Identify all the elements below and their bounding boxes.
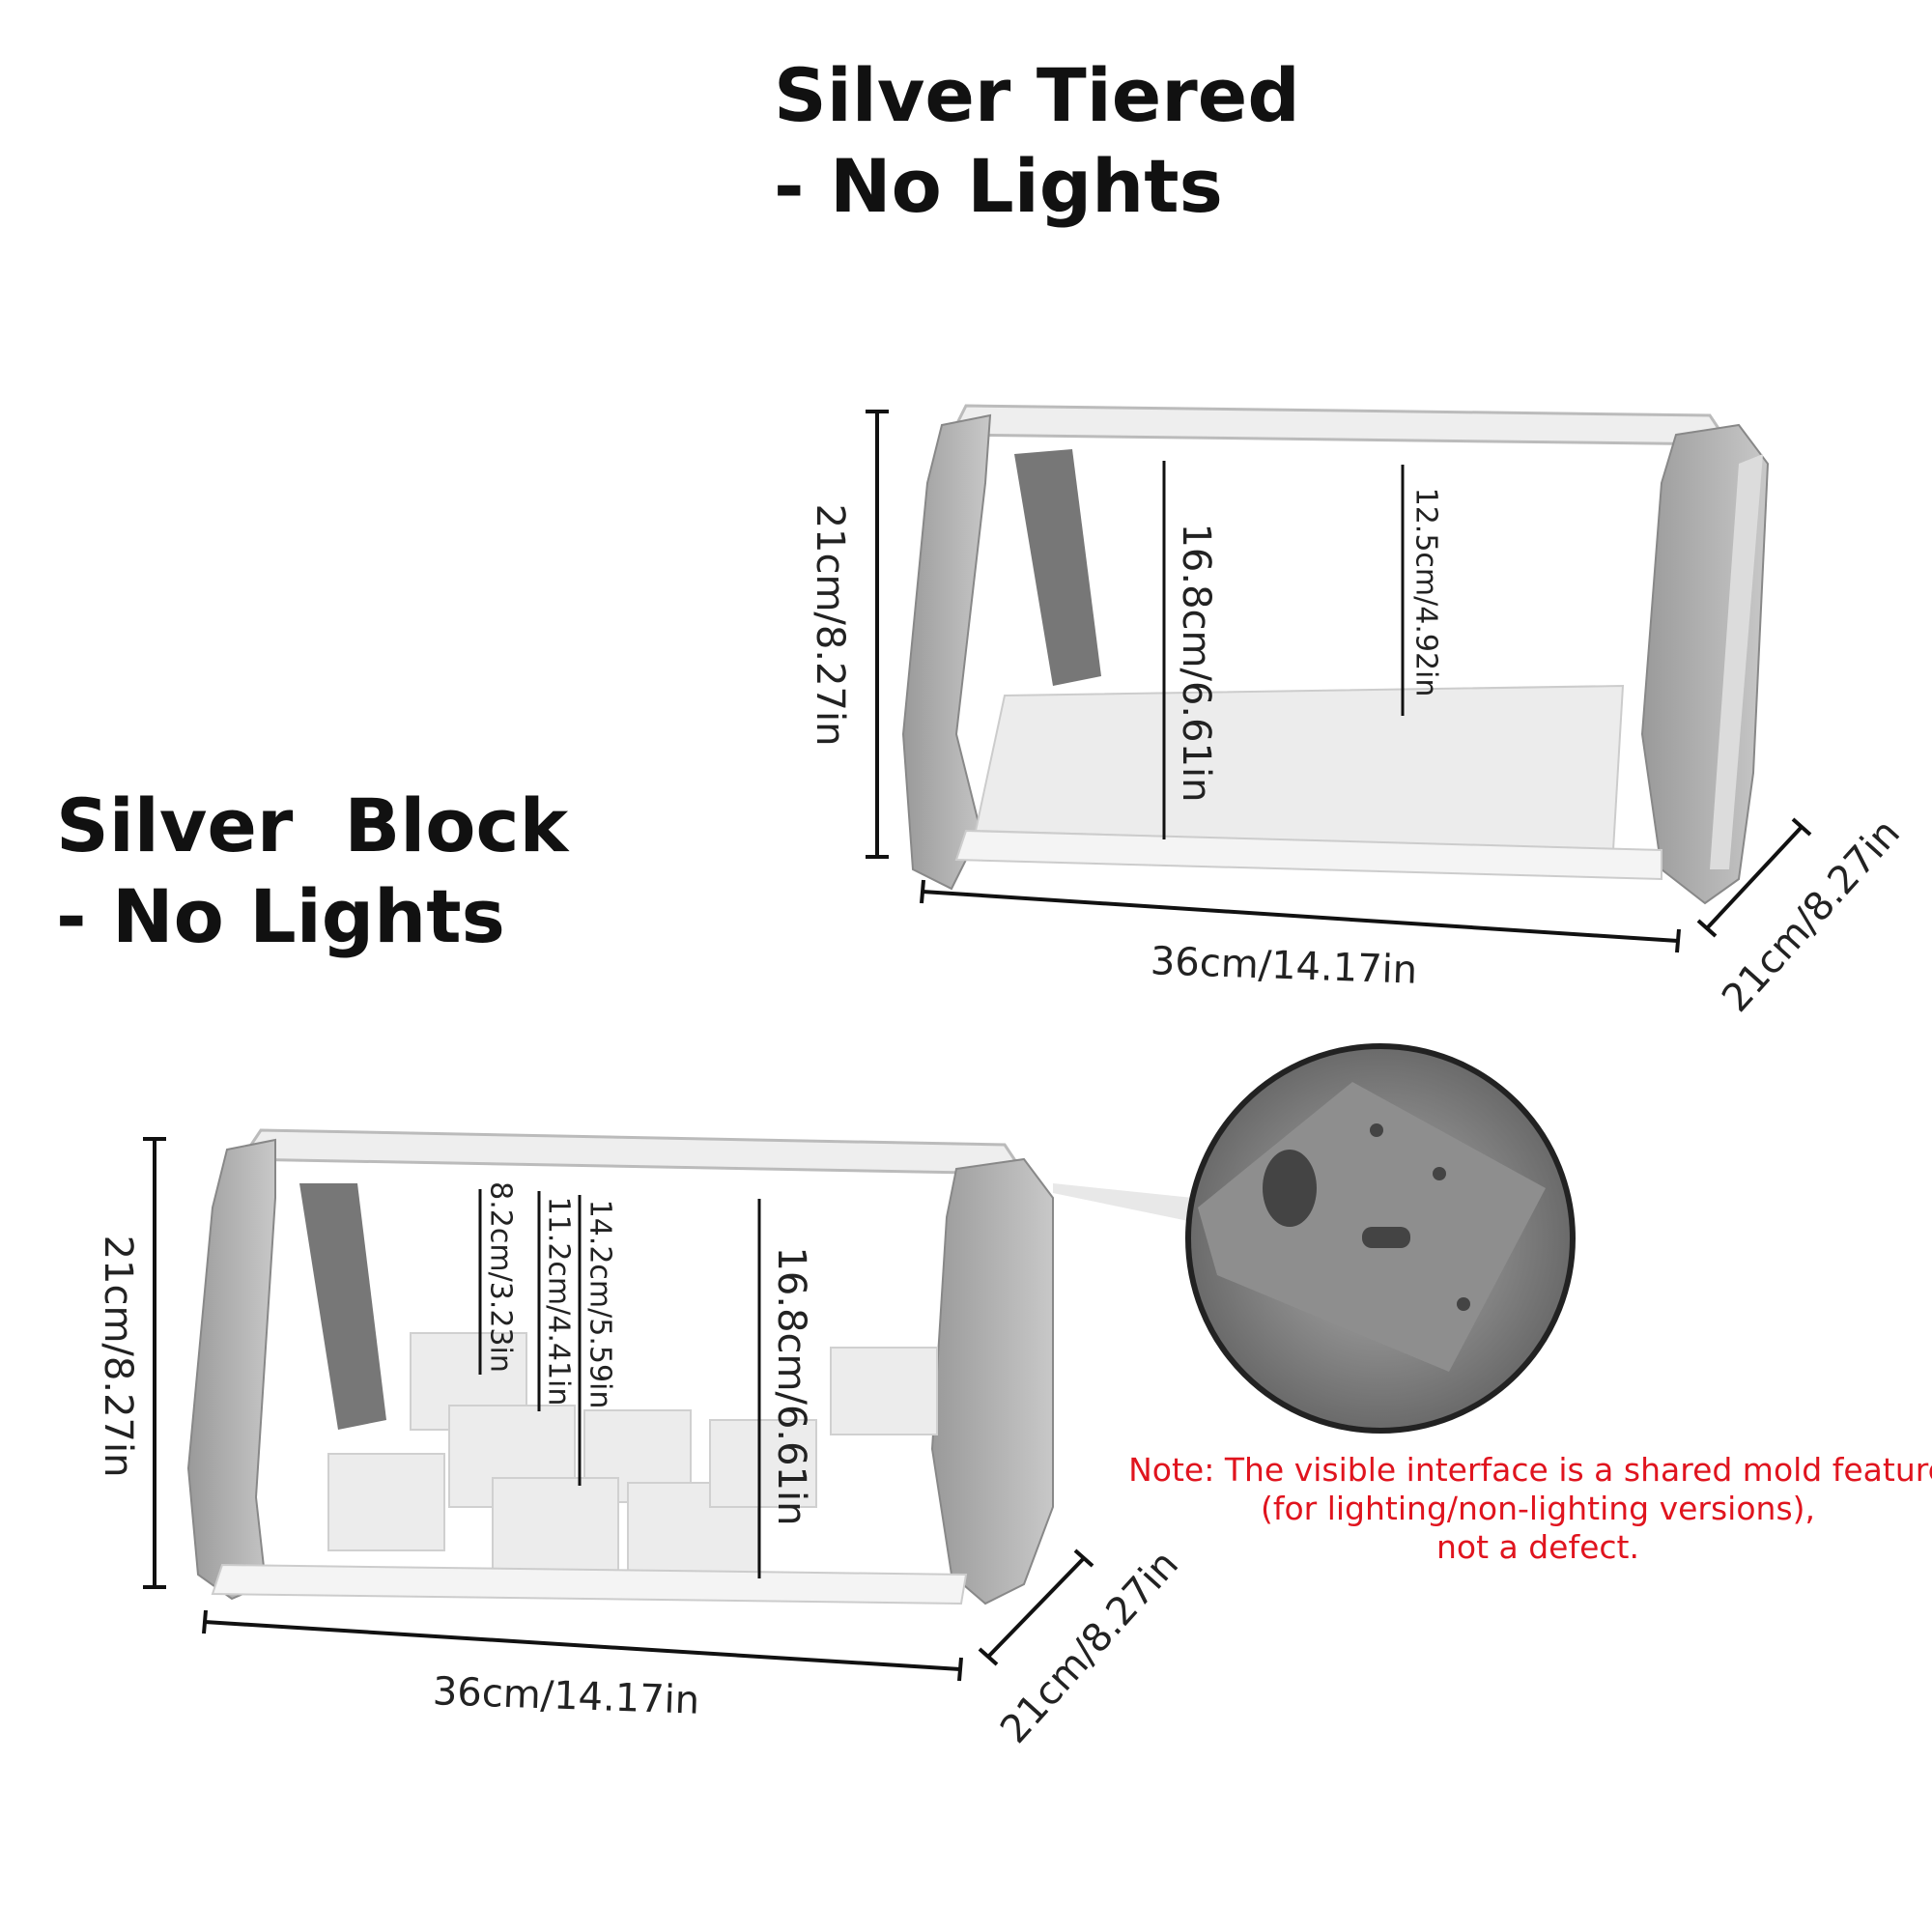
block-step-label-3: 14.2cm/5.59in [582,1199,617,1409]
block-title-line1: Silver Block [56,782,569,868]
block-product-image [186,1128,1054,1605]
tiered-width-label: 36cm/14.17in [1150,939,1418,993]
block-step-label-1: 8.2cm/3.23in [483,1181,518,1373]
note-line1: Note: The visible interface is a shared … [1128,1451,1932,1489]
callout-pointer [1053,1183,1193,1222]
block-width-label: 36cm/14.17in [432,1669,700,1723]
note-line3: not a defect. [1435,1528,1639,1566]
note-text: Note: The visible interface is a shared … [1128,1451,1932,1567]
detail-closeup-circle [1185,1043,1576,1434]
tiered-tier-height-label: 12.5cm/4.92in [1408,487,1443,697]
tiered-title-line2: - No Lights [774,143,1223,229]
block-height-label: 21cm/8.27in [96,1235,140,1478]
note-line2: (for lighting/non-lighting versions), [1260,1490,1816,1527]
block-inner-height-label: 16.8cm/6.61in [769,1246,813,1526]
tiered-title: Silver Tiered - No Lights [774,50,1300,232]
tiered-title-line1: Silver Tiered [774,52,1300,138]
dimension-lines [143,410,1812,1682]
block-step-label-2: 11.2cm/4.41in [541,1196,576,1406]
tiered-product-image [901,404,1770,905]
block-title: Silver Block - No Lights [56,781,568,962]
block-title-line2: - No Lights [56,873,505,959]
tiered-inner-height-label: 16.8cm/6.61in [1174,523,1218,803]
tiered-height-label: 21cm/8.27in [808,503,852,747]
